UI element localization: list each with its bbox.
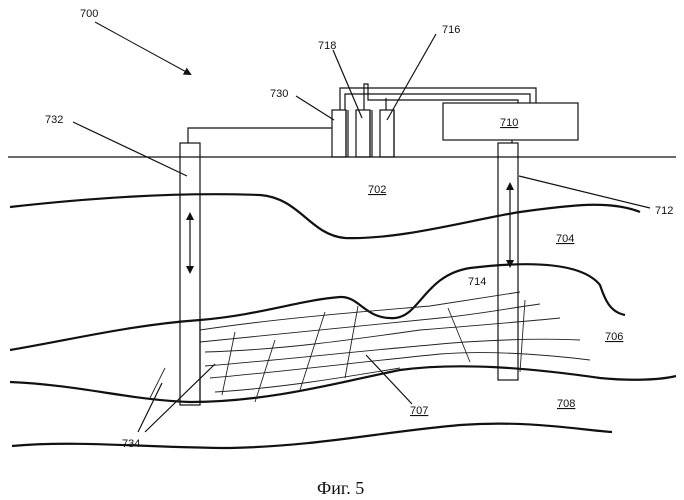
layer-boundary-704-706 xyxy=(10,264,625,350)
label-714: 714 xyxy=(468,276,486,288)
unit-716-box xyxy=(380,110,394,157)
label-712: 712 xyxy=(655,205,673,217)
label-708: 708 xyxy=(557,398,575,410)
label-718: 718 xyxy=(318,40,336,52)
label-730: 730 xyxy=(270,88,288,100)
label-734: 734 xyxy=(122,438,140,450)
label-700: 700 xyxy=(80,8,98,20)
layer-boundary-706-708 xyxy=(10,366,676,402)
fracture-zone xyxy=(150,292,590,402)
system-arrow xyxy=(95,22,190,74)
piping xyxy=(188,84,536,143)
figure-caption: Фиг. 5 xyxy=(317,478,364,498)
label-706: 706 xyxy=(605,331,623,343)
label-716: 716 xyxy=(442,24,460,36)
label-702: 702 xyxy=(368,184,386,196)
label-707: 707 xyxy=(410,405,428,417)
label-704: 704 xyxy=(556,233,574,245)
layer-boundary-708-bottom xyxy=(12,424,612,448)
right-well xyxy=(498,143,518,380)
label-710: 710 xyxy=(500,117,518,129)
unit-730-box xyxy=(332,110,346,157)
left-well xyxy=(180,143,200,405)
layer-boundary-702-704 xyxy=(10,194,640,238)
label-732: 732 xyxy=(45,114,63,126)
unit-718-box xyxy=(356,110,370,157)
